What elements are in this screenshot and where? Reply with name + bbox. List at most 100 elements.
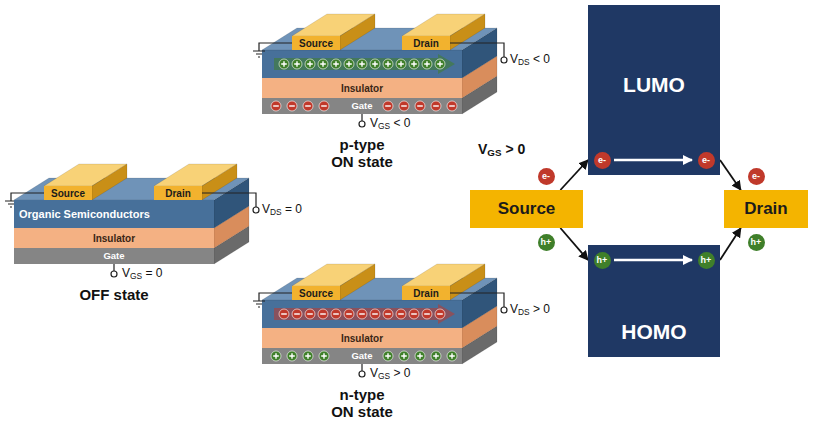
node-text: Source [51,188,85,199]
node-text: Drain [744,200,787,219]
negative-charge [431,101,441,111]
negative-charge [287,101,297,111]
positive-charge [344,59,354,69]
positive-charge [447,351,457,361]
charge-transfer-arrow [560,228,588,260]
positive-charge [303,351,313,361]
insulator-layer: Insulator [262,328,462,348]
positive-charge [383,59,393,69]
electron-charge: e- [538,168,555,185]
node-text: Gate [351,101,372,111]
channel-arrow [274,54,455,74]
positive-charge [415,351,425,361]
pad-front-face [154,186,202,200]
transport-arrow [614,259,692,262]
charge-transfer-arrow [720,228,741,260]
gate-wire [361,114,362,121]
drain-wire [450,293,504,307]
negative-charge [447,101,457,111]
node-text: HOMO [621,320,686,343]
charge-transfer-arrow [720,160,741,190]
voltage-label: VDS < 0 [510,53,550,67]
node-text: LUMO [623,73,685,96]
pad-side-face [340,14,375,50]
electron-charge: e- [698,152,715,169]
positive-charge [271,351,281,361]
drain-pad: Drain [402,286,450,300]
terminal-circle [111,271,117,277]
positive-charge [292,59,302,69]
layer-front-face [262,98,462,114]
hole-charge: h+ [594,252,611,269]
layer-front-face [14,200,214,228]
channel-arrow [274,304,455,324]
pad-side-face [92,164,127,200]
node-text: Drain [413,38,439,49]
positive-charge [435,59,445,69]
positive-charge [409,59,419,69]
positive-charge [399,351,409,361]
node-text: Drain [413,288,439,299]
negative-charge [318,309,328,319]
negative-charge [319,101,329,111]
positive-charge [305,59,315,69]
negative-charge [370,309,380,319]
layer-front-face [262,50,462,78]
negative-charge [279,309,289,319]
positive-charge [396,59,406,69]
electrode-box: Drain [724,190,808,228]
terminal-circle [359,121,365,127]
voltage-label: VGS < 0 [370,117,410,131]
positive-charge [331,59,341,69]
voltage-label: VGS > 0 [370,367,410,381]
node-text: Gate [351,351,372,361]
negative-charge [303,101,313,111]
state-caption: OFF state [59,286,169,303]
node-text: Insulator [341,83,383,94]
positive-charge [422,59,432,69]
state-caption: p-type ON state [329,136,396,171]
voltage-label: VDS > 0 [510,303,550,317]
charge-transfer-arrow [560,160,588,190]
semiconductor-layer: Organic Semiconductors [14,200,214,228]
positive-charge [319,351,329,361]
negative-charge [435,309,445,319]
negative-charge [415,101,425,111]
pad-front-face [402,36,450,50]
positive-charge [383,351,393,361]
hole-charge: h+ [538,234,555,251]
source-pad: Source [292,36,340,50]
ground-wire [259,293,292,301]
terminal-circle [501,307,507,313]
pad-side-face [340,264,375,300]
hole-charge: h+ [698,252,715,269]
positive-charge [279,59,289,69]
drain-pad: Drain [402,36,450,50]
pad-front-face [402,286,450,300]
positive-charge [431,351,441,361]
pad-front-face [292,286,340,300]
gate-electrode: Gate [262,98,462,114]
negative-charge [409,309,419,319]
positive-charge [318,59,328,69]
negative-charge [292,309,302,319]
drain-wire [450,43,504,57]
positive-charge [370,59,380,69]
negative-charge [396,309,406,319]
ground-symbol [253,51,265,57]
node-text: Organic Semiconductors [19,208,150,220]
ground-symbol [253,301,265,307]
pad-side-face [450,14,485,50]
negative-charge [422,309,432,319]
node-text: Source [498,200,556,219]
pad-side-face [202,164,237,200]
gate-wire [361,364,362,371]
pad-front-face [44,186,92,200]
negative-charge [331,309,341,319]
transistor-illustration [253,14,507,127]
layer-front-face [14,248,214,264]
transistor-illustration [253,264,507,377]
layer-front-face [262,348,462,364]
